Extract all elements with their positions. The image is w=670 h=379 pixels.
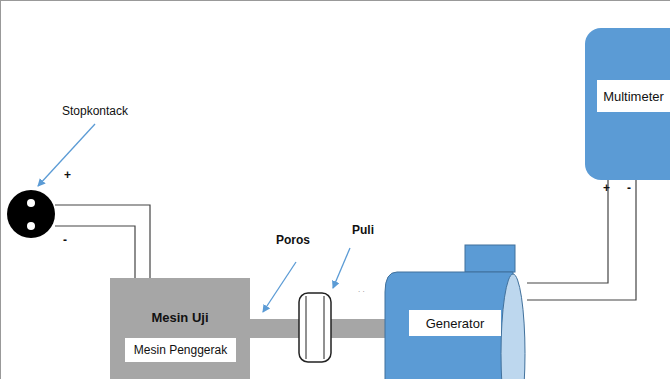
part-label: + <box>603 181 610 195</box>
machine-box: Mesin UjiMesin Penggerak <box>110 278 250 379</box>
part-label: - <box>627 181 631 195</box>
signal-wire <box>527 180 608 283</box>
outlet-symbol <box>7 190 55 238</box>
pulley <box>299 293 331 362</box>
node-text: Mesin Penggerak <box>134 343 227 357</box>
generator-end <box>501 274 525 379</box>
part-label: Poros <box>276 233 310 247</box>
generator-housing <box>385 272 513 379</box>
dots: . . <box>358 285 365 294</box>
pulley-rim <box>306 296 307 359</box>
shaft <box>330 319 386 338</box>
label-box: Multimeter <box>597 80 670 112</box>
node-text: Multimeter <box>603 89 664 104</box>
leader-arrow <box>263 262 296 312</box>
terminal-box <box>465 245 515 272</box>
leader-arrow <box>38 124 95 186</box>
outlet-hole <box>27 222 35 230</box>
outlet-hole <box>27 199 35 207</box>
pulley-rim <box>324 296 325 359</box>
page-border <box>0 0 670 1</box>
leader-arrow <box>333 248 350 288</box>
part-label: - <box>63 233 67 247</box>
power-wire <box>55 205 150 278</box>
part-label: + <box>64 168 71 182</box>
multimeter: Multimeter <box>585 28 670 180</box>
power-wire <box>55 226 135 278</box>
label-box: Mesin Penggerak <box>125 338 236 362</box>
label-box: Generator <box>409 310 501 336</box>
page-border <box>0 0 1 379</box>
node-text: Generator <box>426 316 485 331</box>
part-label: Stopkontack <box>62 104 128 118</box>
node-text: Mesin Uji <box>110 310 250 325</box>
generator: Generator <box>385 268 527 379</box>
signal-wire <box>527 180 636 300</box>
part-label: Puli <box>352 223 374 237</box>
